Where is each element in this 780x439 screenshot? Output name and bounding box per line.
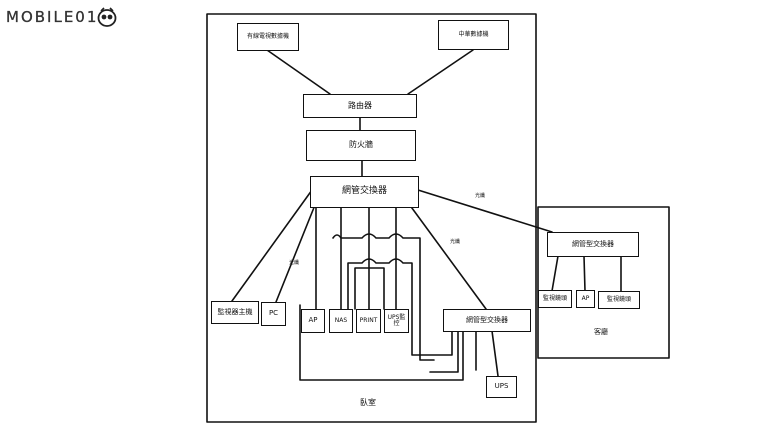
nas-node: NAS (329, 309, 353, 333)
living-switch-ap-link (583, 255, 586, 292)
switch-nvr-link (231, 189, 313, 302)
managed-switch-living-node: 網管型交換器 (547, 232, 639, 257)
switch-bedroom-switch-link (408, 203, 487, 310)
bus-line-middle (347, 258, 453, 356)
camera-2-node: 監視鏡頭 (598, 291, 640, 309)
logo-text: MOBILE01 (6, 8, 99, 26)
bedroom-switch-ups-link (491, 330, 499, 377)
managed-switch-main-node: 網管交換器 (310, 176, 419, 208)
pc-bedroom-switch-cable (299, 304, 464, 381)
living-switch-camera1-link (551, 255, 559, 292)
nvr-node: 監視器主機 (211, 301, 259, 324)
ap-living-node: AP (576, 290, 595, 308)
owl-logo-icon (97, 7, 117, 27)
managed-switch-bedroom-node: 網管型交換器 (443, 309, 531, 332)
ap-bedroom-node: AP (301, 309, 325, 333)
mobile01-logo[interactable]: MOBILE01 (6, 6, 118, 28)
switch-pc-link (275, 199, 318, 303)
cable-modem-node: 有線電視數據機 (237, 23, 299, 51)
cable-modem-router-link (266, 49, 331, 95)
fiber-label-left: 光纖 (289, 260, 300, 266)
print-node: PRINT (356, 309, 381, 333)
cht-modem-node: 中華數據機 (438, 20, 509, 50)
router-node: 路由器 (303, 94, 417, 118)
bedroom-outline (206, 13, 537, 423)
cht-modem-router-link (407, 49, 474, 95)
cable-loop-2 (429, 330, 459, 373)
firewall-node: 防火牆 (306, 130, 416, 161)
bus-line-lower (354, 267, 385, 310)
bedroom-label: 臥室 (360, 398, 376, 407)
fiber-label-mid: 光纖 (450, 239, 461, 245)
camera-1-node: 監視鏡頭 (538, 290, 572, 308)
ups-node: UPS (486, 376, 517, 398)
switch-living-switch-fiber (417, 189, 553, 233)
bus-line-upper (332, 233, 435, 361)
fiber-label-top: 光纖 (475, 193, 486, 199)
living-room-label: 客廳 (594, 328, 608, 336)
living-room-outline (537, 206, 670, 359)
pc-node: PC (261, 302, 286, 326)
ups-monitor-node: UPS監控 (384, 309, 409, 333)
